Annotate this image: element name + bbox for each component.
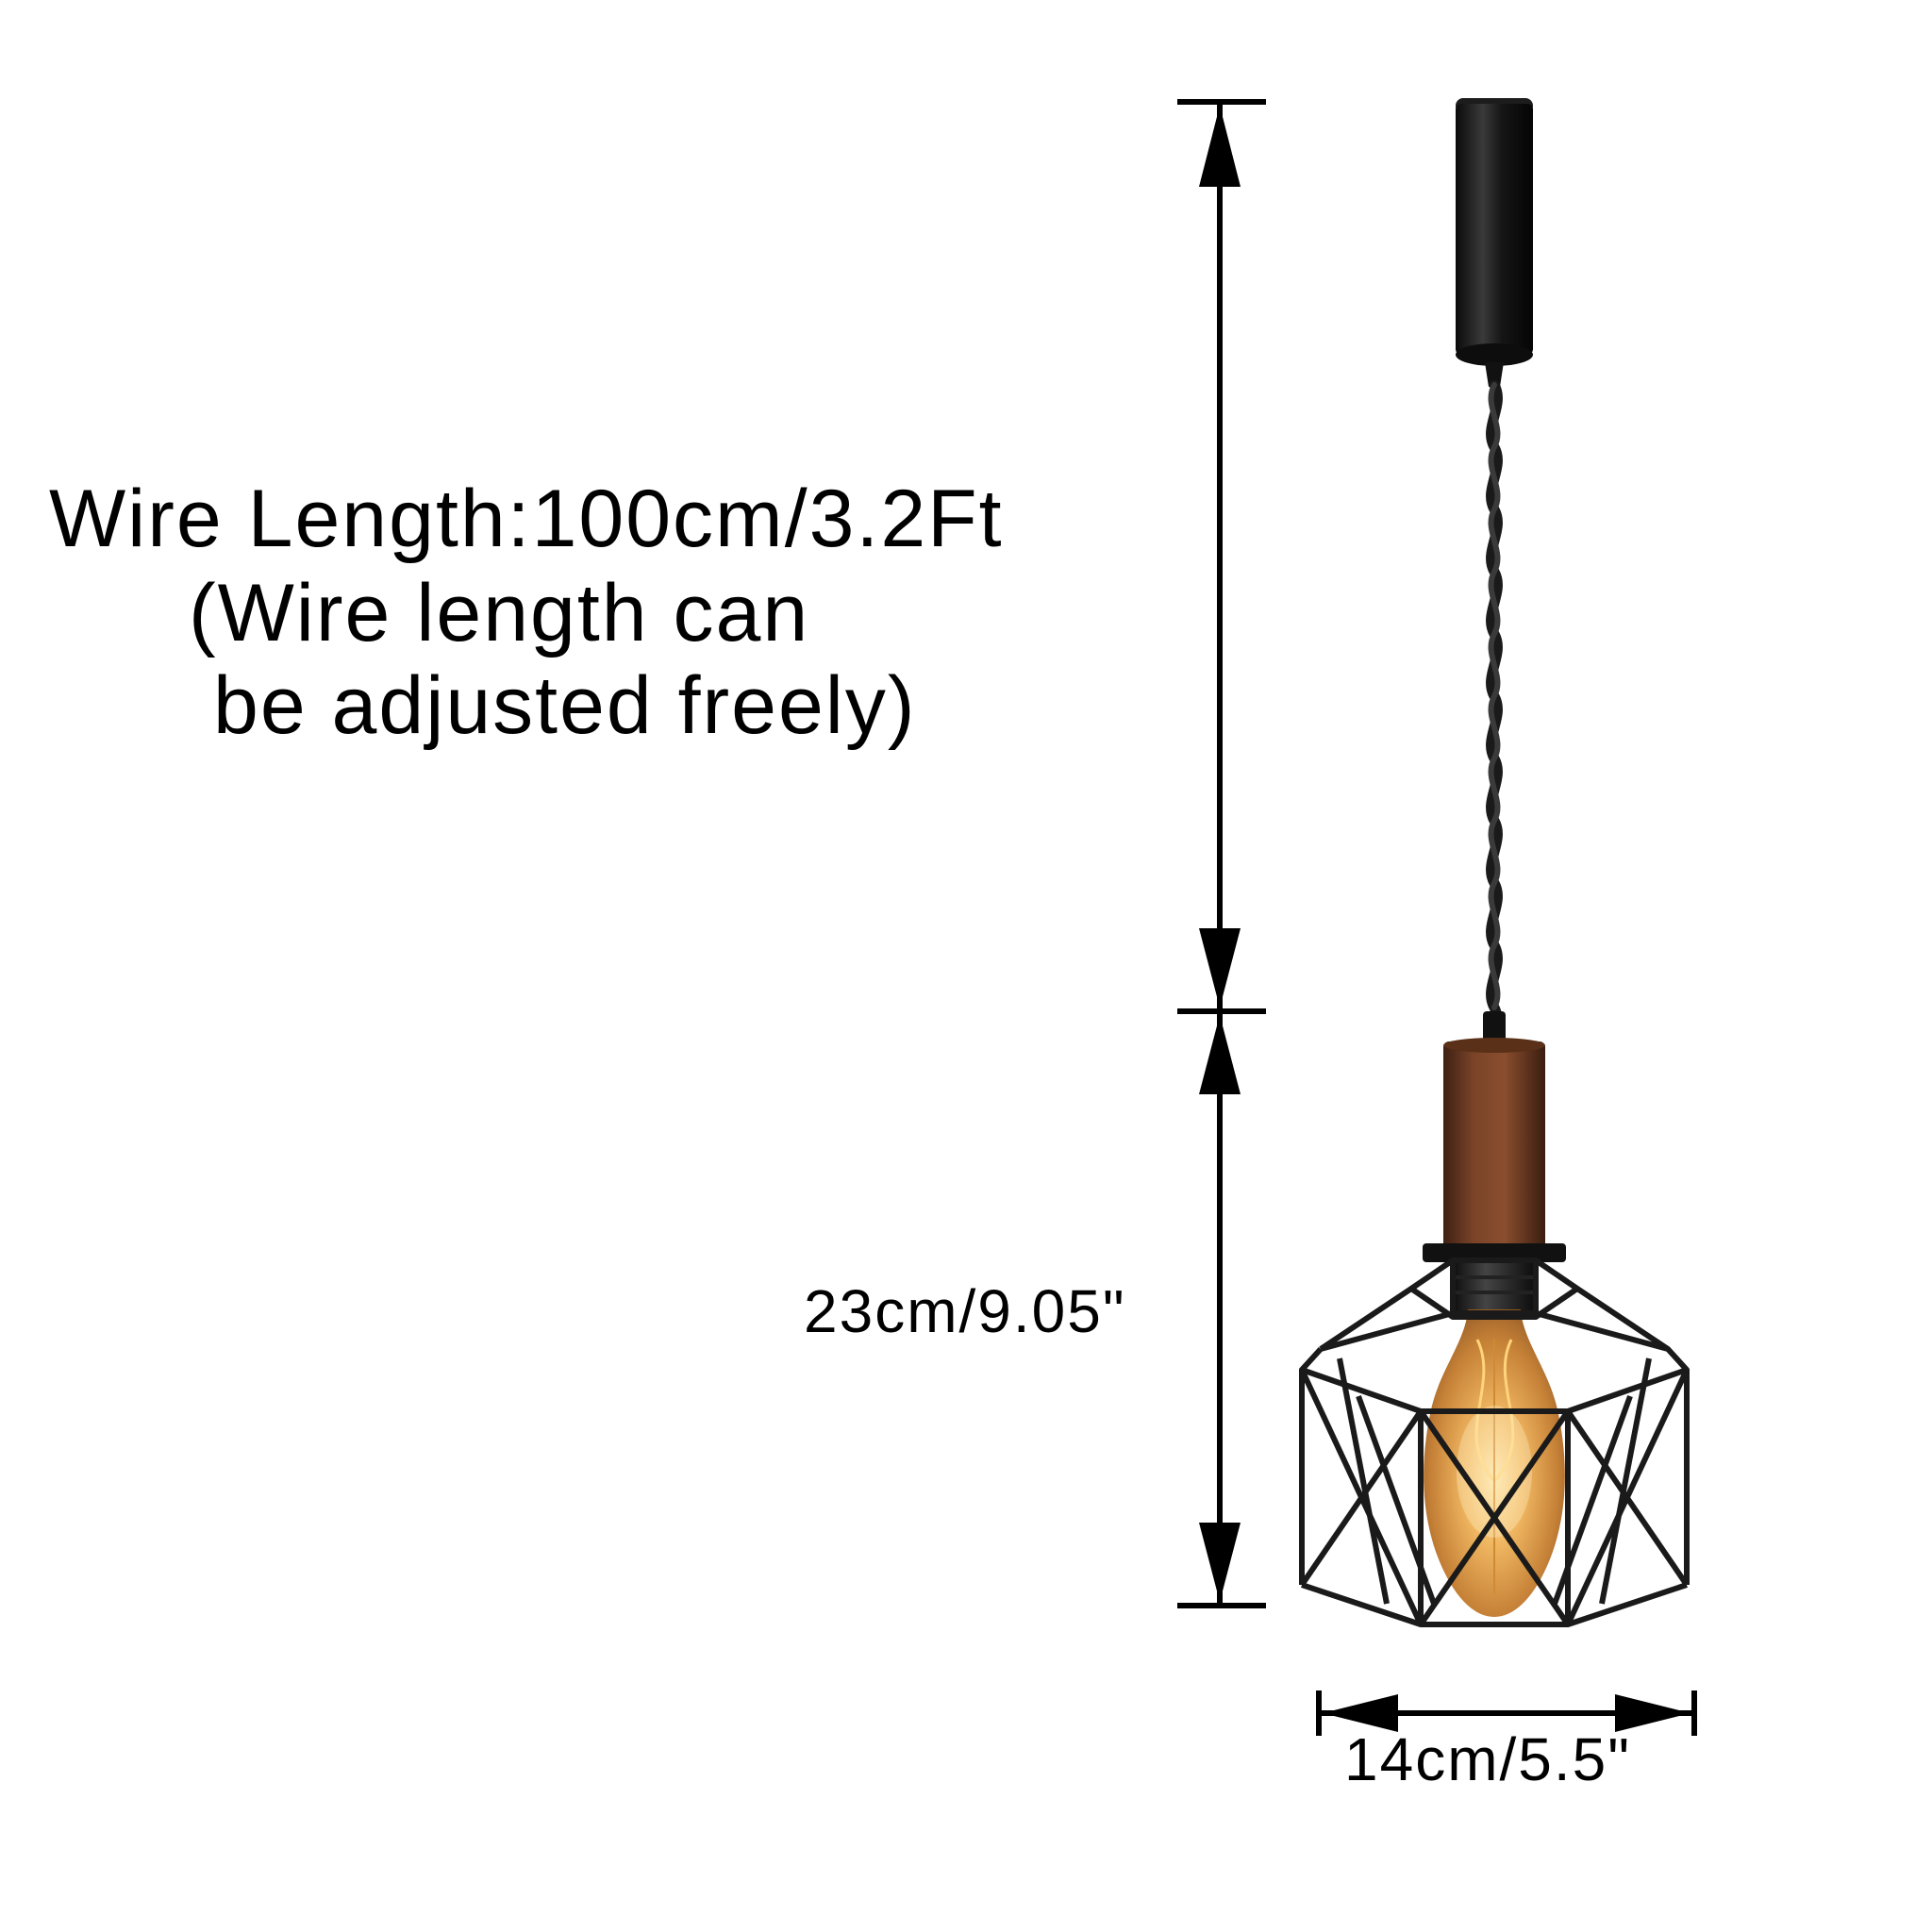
shade-width-dimension (1316, 1690, 1697, 1736)
twisted-cord-icon (1483, 379, 1506, 1043)
arrow-down-icon (1199, 1523, 1241, 1602)
lamp-height-dimension (1177, 1011, 1266, 1608)
arrow-up-icon (1199, 1015, 1241, 1094)
hexagon-cage-icon (1299, 1257, 1690, 1627)
wooden-socket-icon (1423, 1038, 1566, 1311)
wire-length-dimension (1177, 99, 1266, 1014)
arrow-down-icon (1199, 928, 1241, 1008)
arrow-right-icon (1615, 1694, 1690, 1732)
lamp-height-label: 23cm/9.05" (804, 1277, 1126, 1345)
edison-bulb-icon (1424, 1309, 1565, 1617)
ceiling-canopy-icon (1456, 98, 1533, 387)
wire-length-label: Wire Length:100cm/3.2Ft (49, 474, 1004, 564)
arrow-left-icon (1323, 1694, 1398, 1732)
arrow-up-icon (1199, 106, 1241, 187)
shade-width-label: 14cm/5.5" (1344, 1725, 1631, 1793)
wire-length-note-line2: be adjusted freely) (213, 660, 917, 751)
wire-length-note-line1: (Wire length can (189, 568, 810, 658)
